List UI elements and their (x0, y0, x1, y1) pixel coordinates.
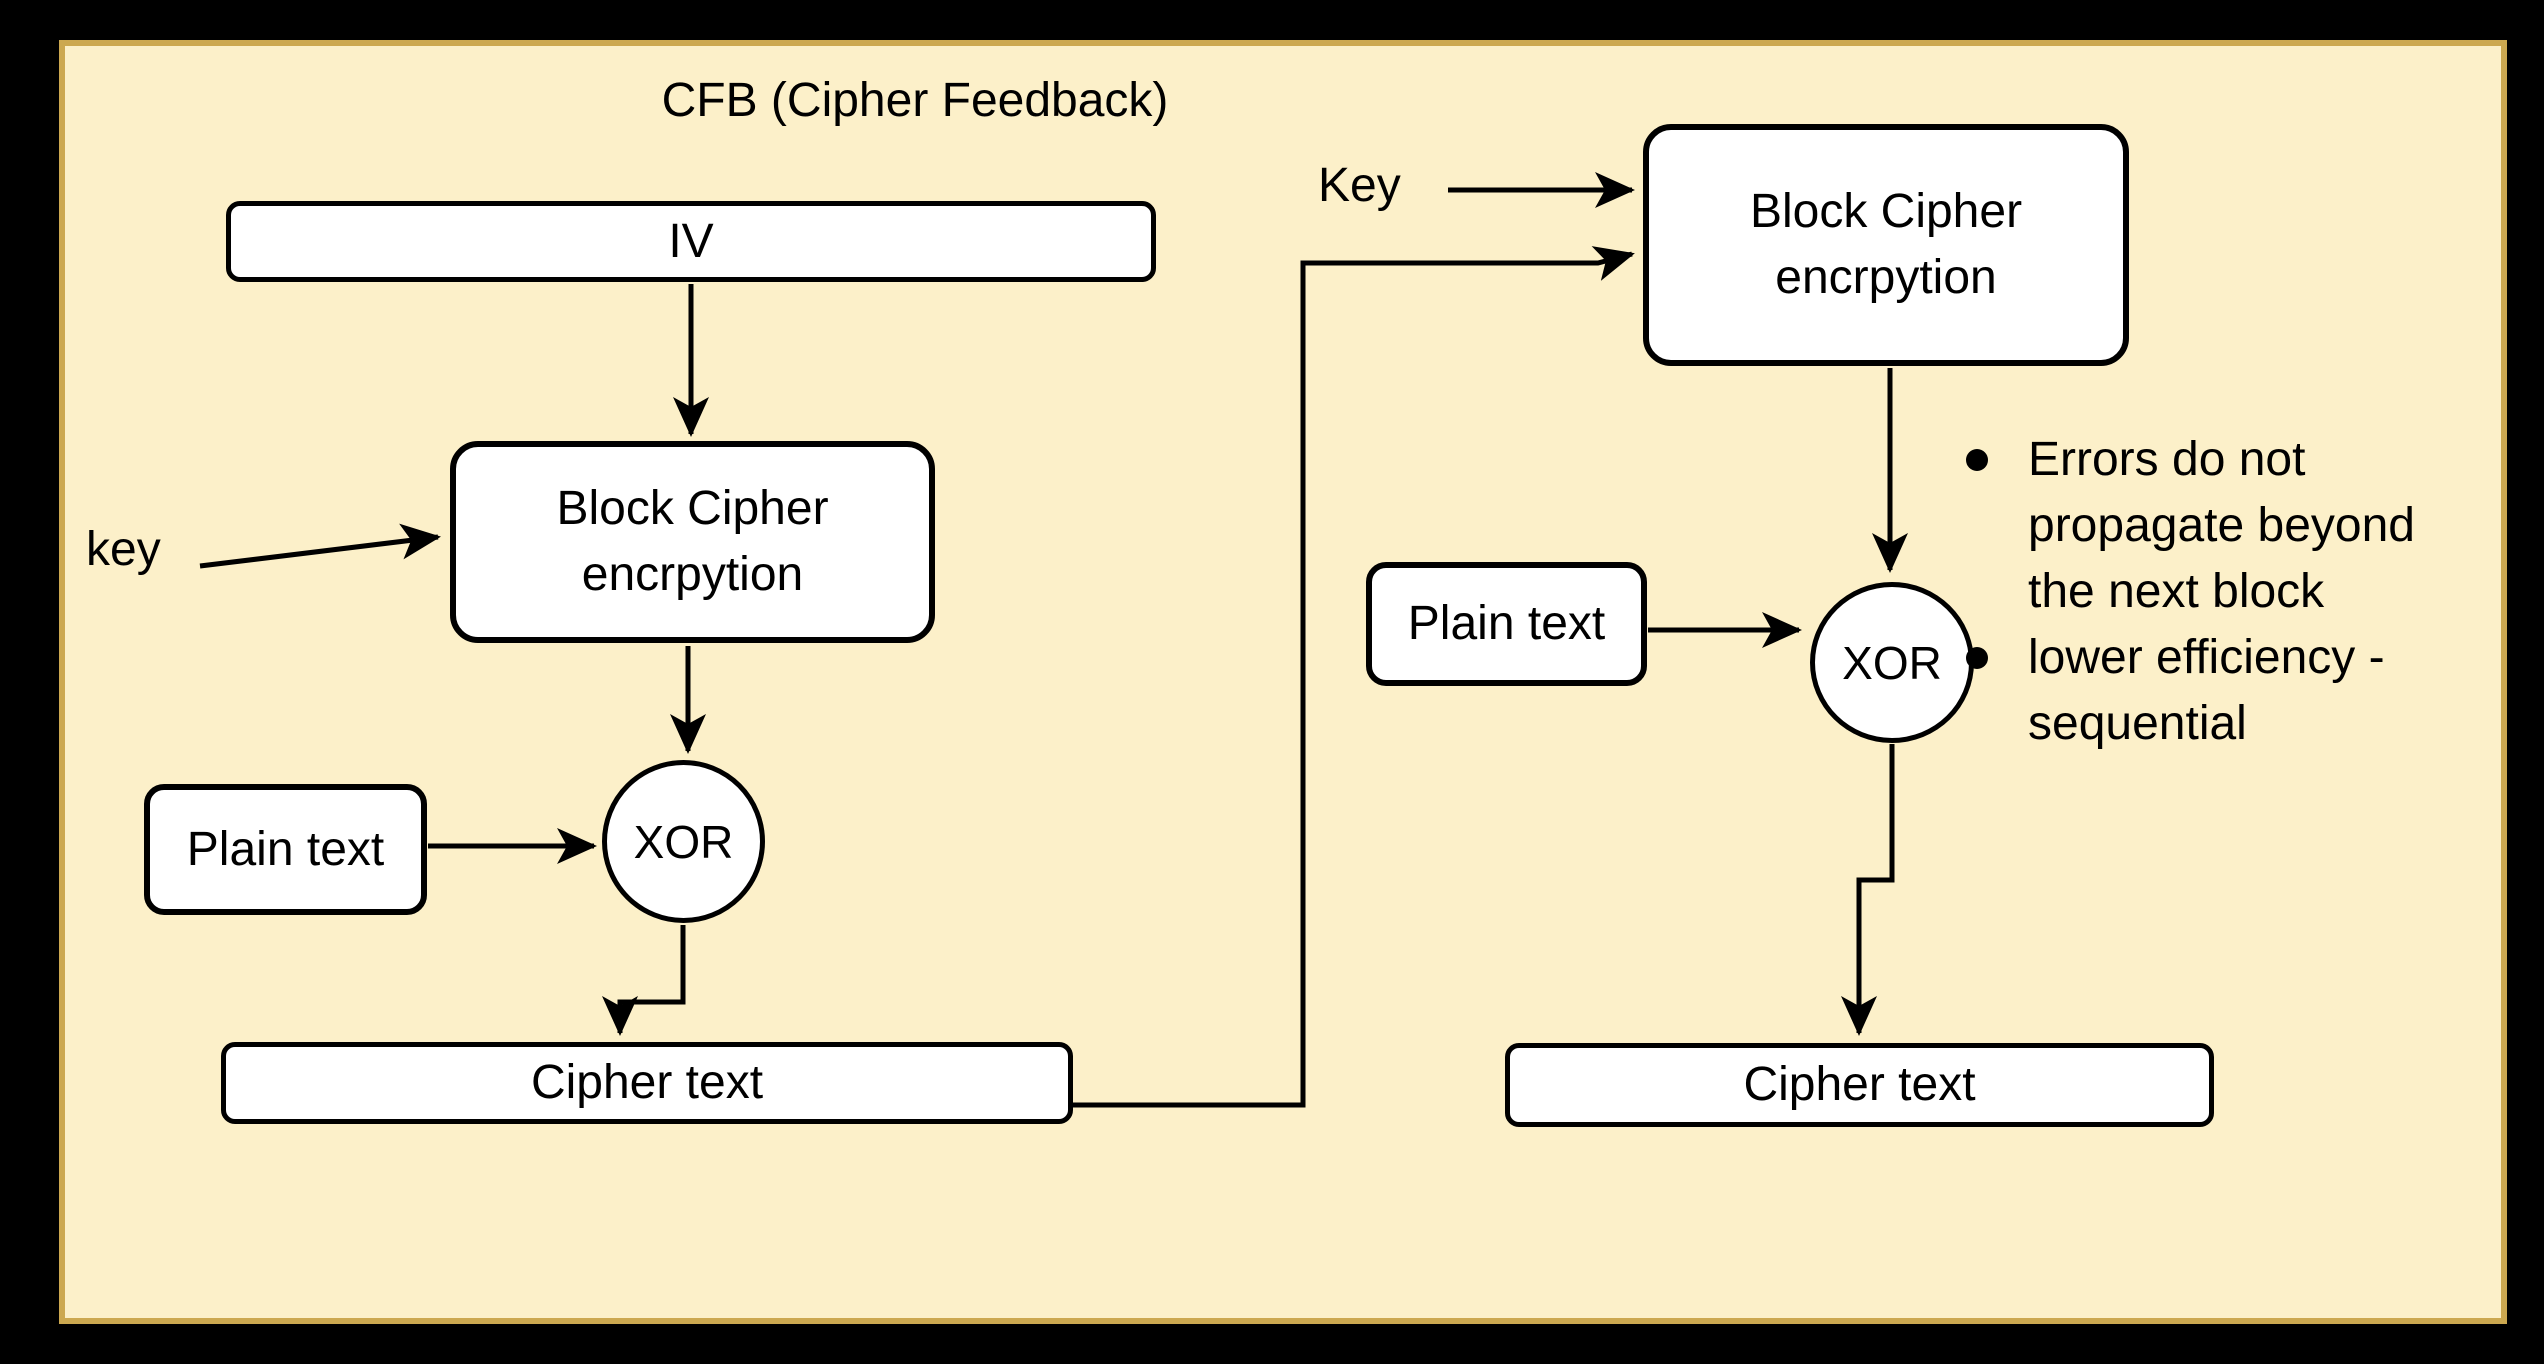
block-cipher-node-left: Block Cipher encrpytion (450, 441, 935, 643)
iv-node: IV (226, 201, 1156, 282)
plain-text-node-right: Plain text (1366, 562, 1647, 686)
note-text: lower efficiency - sequential (2028, 631, 2385, 750)
block-cipher-node-right: Block Cipher encrpytion (1643, 124, 2129, 366)
key-label-right: Key (1318, 159, 1401, 212)
bullet-dot (1966, 647, 1988, 669)
key-label-left: key (86, 523, 161, 576)
bullet-dot (1966, 449, 1988, 471)
note-text: Errors do not propagate beyond the next … (2028, 433, 2415, 618)
note-item: Errors do not propagate beyond the next … (1966, 427, 2506, 625)
diagram-title: CFB (Cipher Feedback) (661, 74, 1169, 127)
xor-node-right: XOR (1810, 582, 1974, 743)
cipher-text-node-left: Cipher text (221, 1042, 1073, 1124)
note-item: lower efficiency - sequential (1966, 625, 2506, 757)
xor-node-left: XOR (602, 760, 765, 923)
notes-list: Errors do not propagate beyond the next … (1966, 427, 2506, 757)
cipher-text-node-right: Cipher text (1505, 1043, 2214, 1127)
plain-text-node-left: Plain text (144, 784, 427, 915)
